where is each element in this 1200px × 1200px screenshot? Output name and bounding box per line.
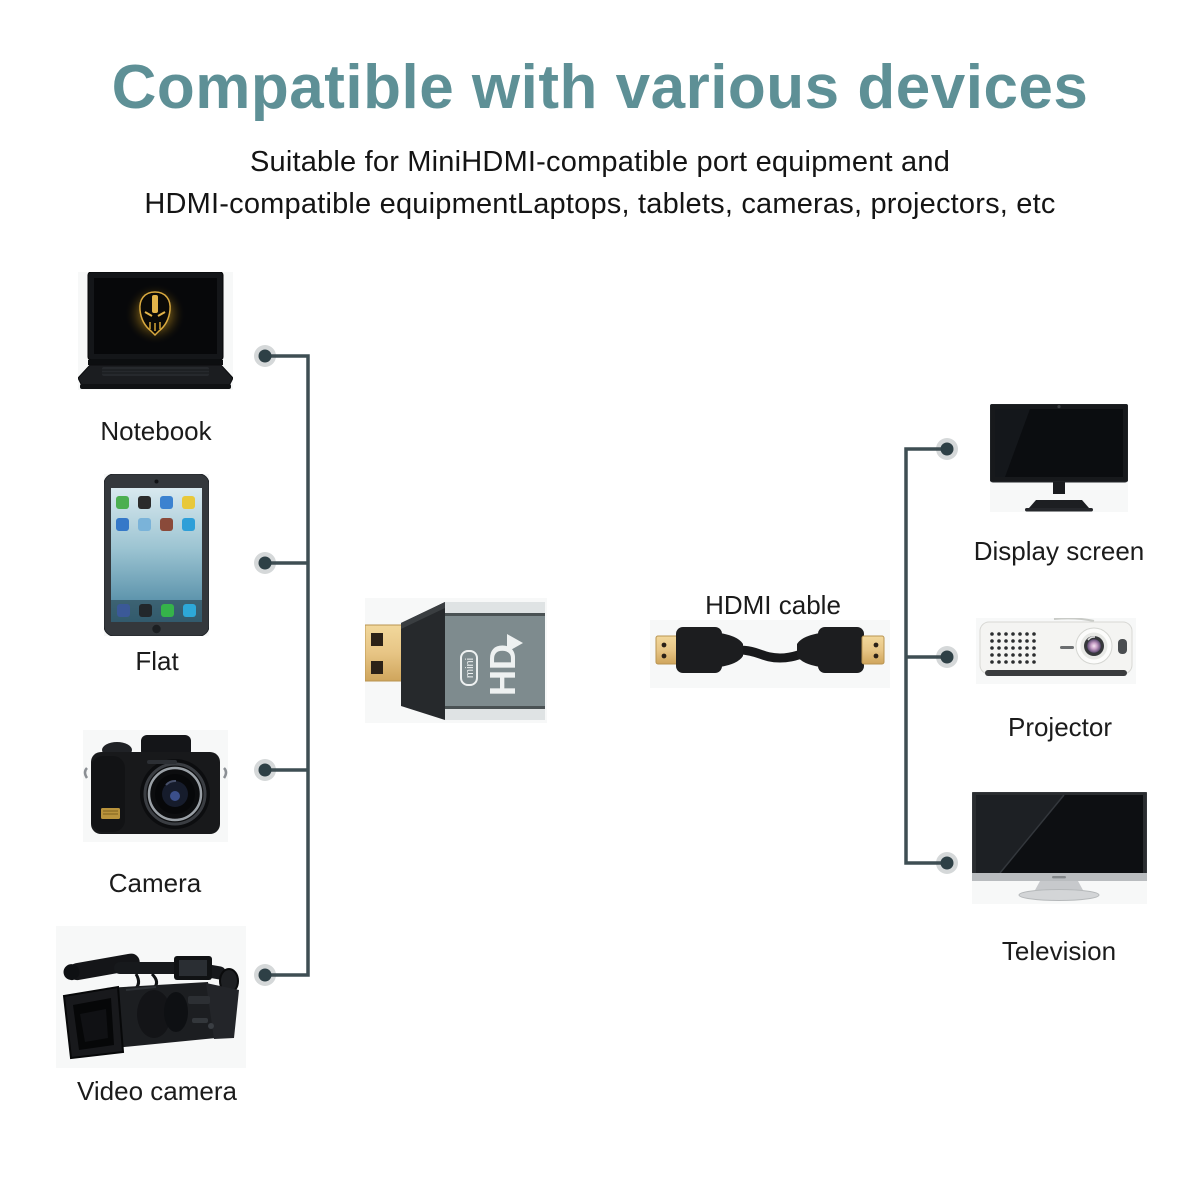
- subtitle-line-2: HDMI-compatible equipmentLaptops, tablet…: [144, 188, 1056, 220]
- mini-hdmi-adapter-image: mini HD: [365, 598, 547, 723]
- device-label-notebook: Notebook: [86, 414, 226, 449]
- device-label-projector: Projector: [993, 710, 1127, 745]
- right-bracket-line: [904, 447, 947, 865]
- tablet-icon: [104, 474, 209, 636]
- adapter-mini-label: mini: [464, 658, 476, 678]
- hdmi-cable-image: [650, 620, 890, 688]
- left-bracket-line: [265, 354, 310, 977]
- tv-icon: [972, 792, 1147, 904]
- adapter-hd-label: HD: [482, 644, 523, 696]
- page-title: Compatible with various devices: [111, 53, 1089, 122]
- cable-label: HDMI cable: [691, 588, 855, 623]
- device-label-flat: Flat: [121, 644, 193, 679]
- monitor-icon: [990, 404, 1128, 512]
- subtitle-line-1: Suitable for MiniHDMI-compatible port eq…: [249, 146, 951, 178]
- device-label-display-screen: Display screen: [959, 534, 1159, 569]
- notebook-icon: [78, 272, 233, 390]
- device-label-television: Television: [987, 934, 1131, 969]
- video-camera-icon: [56, 926, 246, 1068]
- projector-icon: [976, 618, 1136, 684]
- device-label-video-camera: Video camera: [63, 1074, 251, 1109]
- device-label-camera: Camera: [94, 866, 216, 901]
- camera-icon: [83, 730, 228, 842]
- adapter-arrow-icon: [507, 634, 523, 652]
